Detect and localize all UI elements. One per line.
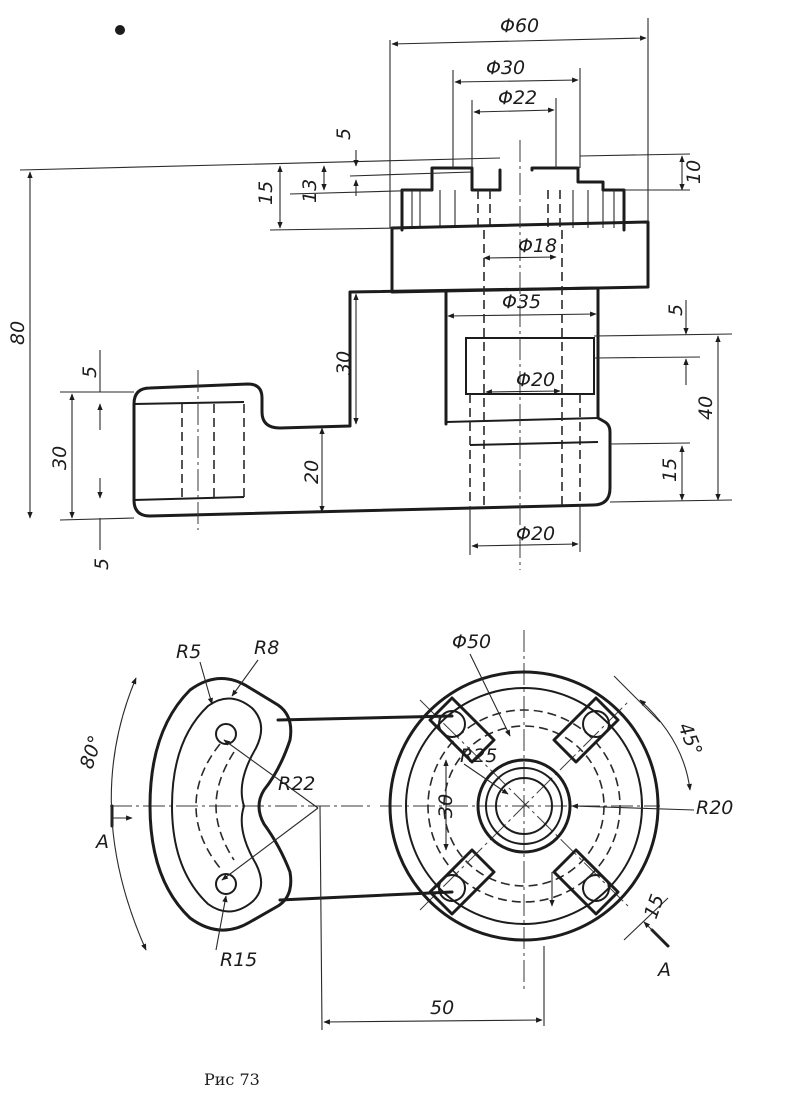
dim-d20-bottom: Φ20 (516, 523, 555, 545)
dim-h30-mid: 30 (333, 351, 355, 375)
dim-d18: Φ18 (518, 235, 557, 257)
dim-d30: Φ30 (486, 57, 525, 79)
dim-d60: Φ60 (500, 15, 539, 37)
dim-ang80: 80° (76, 733, 107, 772)
dim-h5-right: 5 (665, 304, 687, 316)
dim-r5: R5 (176, 641, 201, 663)
dim-h80: 80 (7, 321, 29, 345)
dim-d35: Φ35 (502, 291, 541, 313)
dim-l50: 50 (430, 997, 454, 1019)
dim-v15: 15 (640, 891, 669, 921)
dim-h30-left: 30 (49, 446, 71, 470)
dim-h15: 15 (255, 181, 277, 205)
dim-h5-left-bottom: 5 (91, 558, 113, 570)
dim-r15: R15 (220, 949, 257, 971)
slot-end-bottom (215, 873, 237, 895)
dim-h10: 10 (683, 160, 705, 184)
dim-d50: Φ50 (452, 631, 491, 653)
figure-caption: Рис 73 (204, 1070, 260, 1089)
dim-d22: Φ22 (498, 87, 537, 109)
dim-d20-inner: Φ20 (516, 369, 555, 391)
dim-h5-left-top: 5 (79, 366, 101, 378)
section-a-left: A (94, 831, 109, 853)
dim-ang45: 45° (673, 720, 706, 759)
flange-circle (388, 670, 660, 942)
flange-block (390, 220, 650, 294)
dim-r20: R20 (696, 797, 733, 819)
dim-h5-top: 5 (333, 128, 355, 140)
dim-h13: 13 (299, 179, 321, 203)
front-view: Φ60 Φ30 Φ22 Φ18 Φ35 Φ20 Φ20 80 15 13 5 (7, 15, 733, 570)
dim-h40: 40 (695, 396, 717, 420)
top-boss (400, 166, 626, 232)
section-a-right: A (656, 959, 671, 981)
dim-r22: R22 (278, 773, 315, 795)
dim-r25: R25 (460, 745, 497, 767)
dim-r8: R8 (254, 637, 279, 659)
dim-v30: 30 (435, 794, 457, 818)
dim-h20: 20 (301, 460, 323, 484)
top-view: A A 80° R5 R8 R22 R15 Φ50 R25 R20 30 15 … (76, 630, 733, 1031)
ink-dot (115, 25, 125, 35)
dim-h15-right: 15 (659, 458, 681, 482)
